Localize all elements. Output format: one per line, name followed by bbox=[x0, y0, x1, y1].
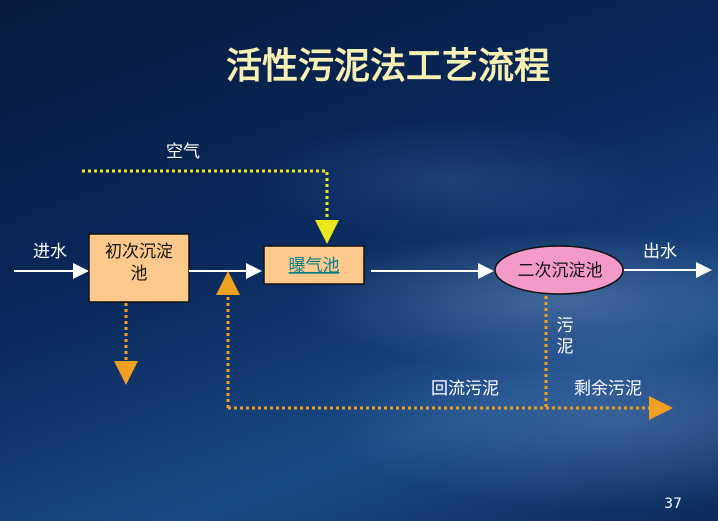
primary-clarifier-label-1: 初次沉淀 bbox=[105, 242, 173, 262]
page-number: 37 bbox=[664, 496, 682, 512]
aeration-tank-box bbox=[263, 245, 365, 285]
excess-sludge-label: 剩余污泥 bbox=[574, 379, 642, 399]
secondary-clarifier-ellipse bbox=[494, 245, 624, 295]
sludge-label-1: 污 bbox=[557, 316, 574, 336]
primary-clarifier-box bbox=[88, 233, 190, 303]
secondary-clarifier-label: 二次沉淀池 bbox=[518, 261, 603, 281]
return-sludge-label: 回流污泥 bbox=[431, 379, 499, 399]
outflow-label: 出水 bbox=[643, 242, 677, 262]
sludge-label-2: 泥 bbox=[557, 337, 574, 357]
primary-clarifier-label-2: 池 bbox=[131, 264, 148, 284]
air-label: 空气 bbox=[166, 142, 200, 162]
inflow-label: 进水 bbox=[33, 242, 67, 262]
slide-title: 活性污泥法工艺流程 bbox=[226, 46, 550, 87]
aeration-tank-link[interactable]: 曝气池 bbox=[289, 256, 340, 276]
air-line bbox=[82, 169, 339, 244]
